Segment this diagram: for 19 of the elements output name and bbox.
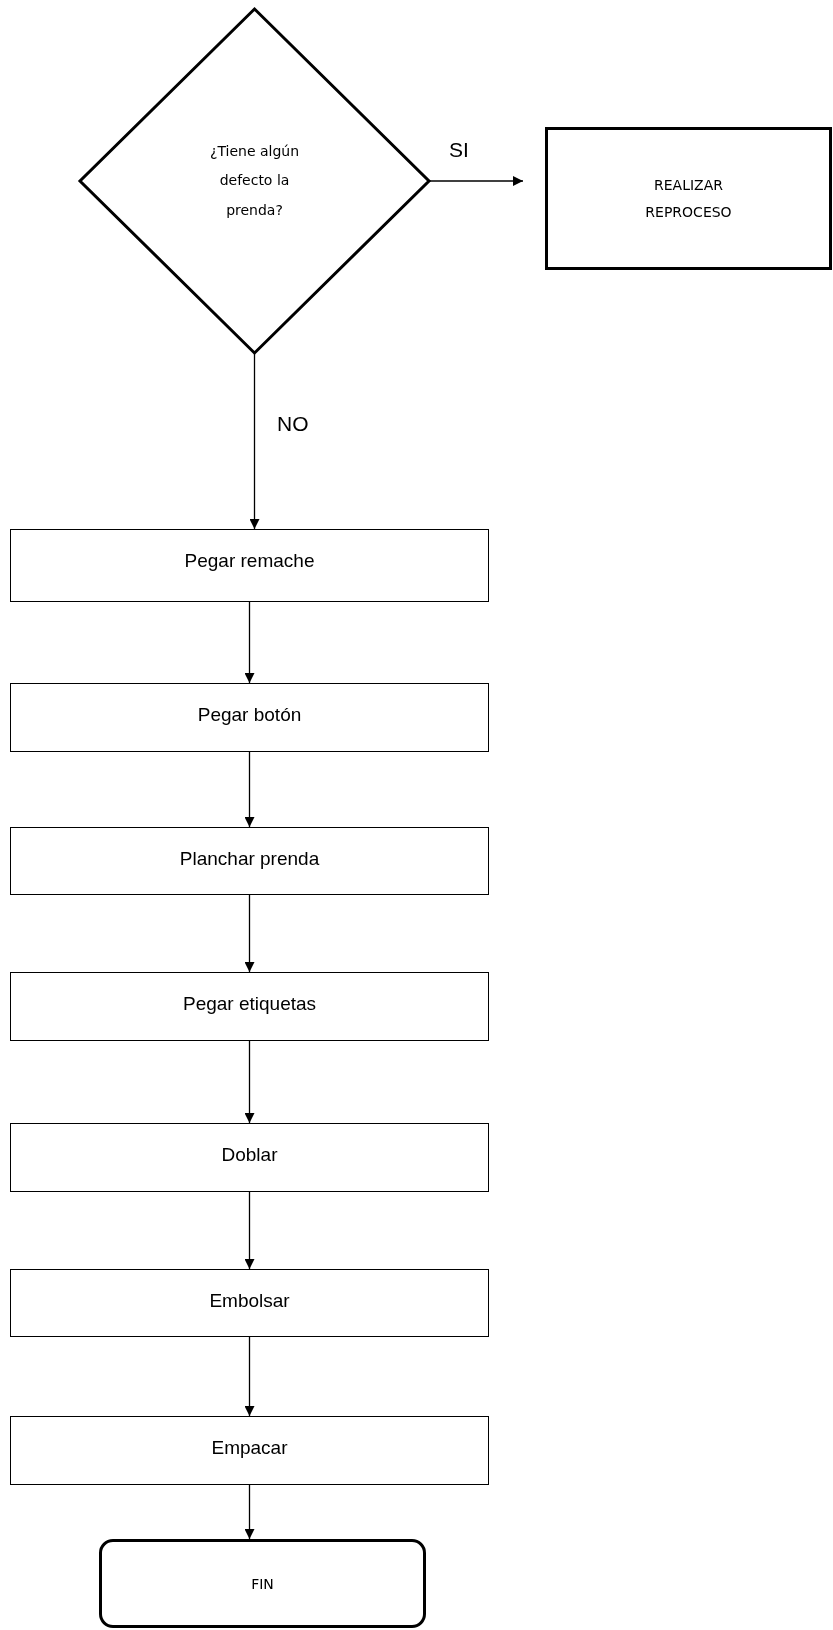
process-box: Planchar prenda	[10, 827, 489, 895]
decision-text: ¿Tiene algún defecto la prenda?	[209, 141, 300, 220]
arrow	[244, 894, 255, 973]
process-box: REALIZAR REPROCESO	[545, 127, 832, 270]
arrow	[244, 1336, 255, 1417]
process-box: Embolsar	[10, 1269, 489, 1337]
arrow	[249, 353, 260, 530]
process-box: Pegar etiquetas	[10, 972, 489, 1041]
arrow	[429, 176, 524, 186]
arrow	[244, 751, 255, 828]
process-box: Pegar remache	[10, 529, 489, 602]
arrow	[244, 1191, 255, 1270]
arrow	[244, 601, 255, 684]
process-box: Pegar botón	[10, 683, 489, 752]
process-box: Doblar	[10, 1123, 489, 1192]
arrow	[244, 1040, 255, 1124]
arrow	[244, 1484, 255, 1540]
terminal-box: FIN	[99, 1539, 426, 1628]
process-box: Empacar	[10, 1416, 489, 1485]
